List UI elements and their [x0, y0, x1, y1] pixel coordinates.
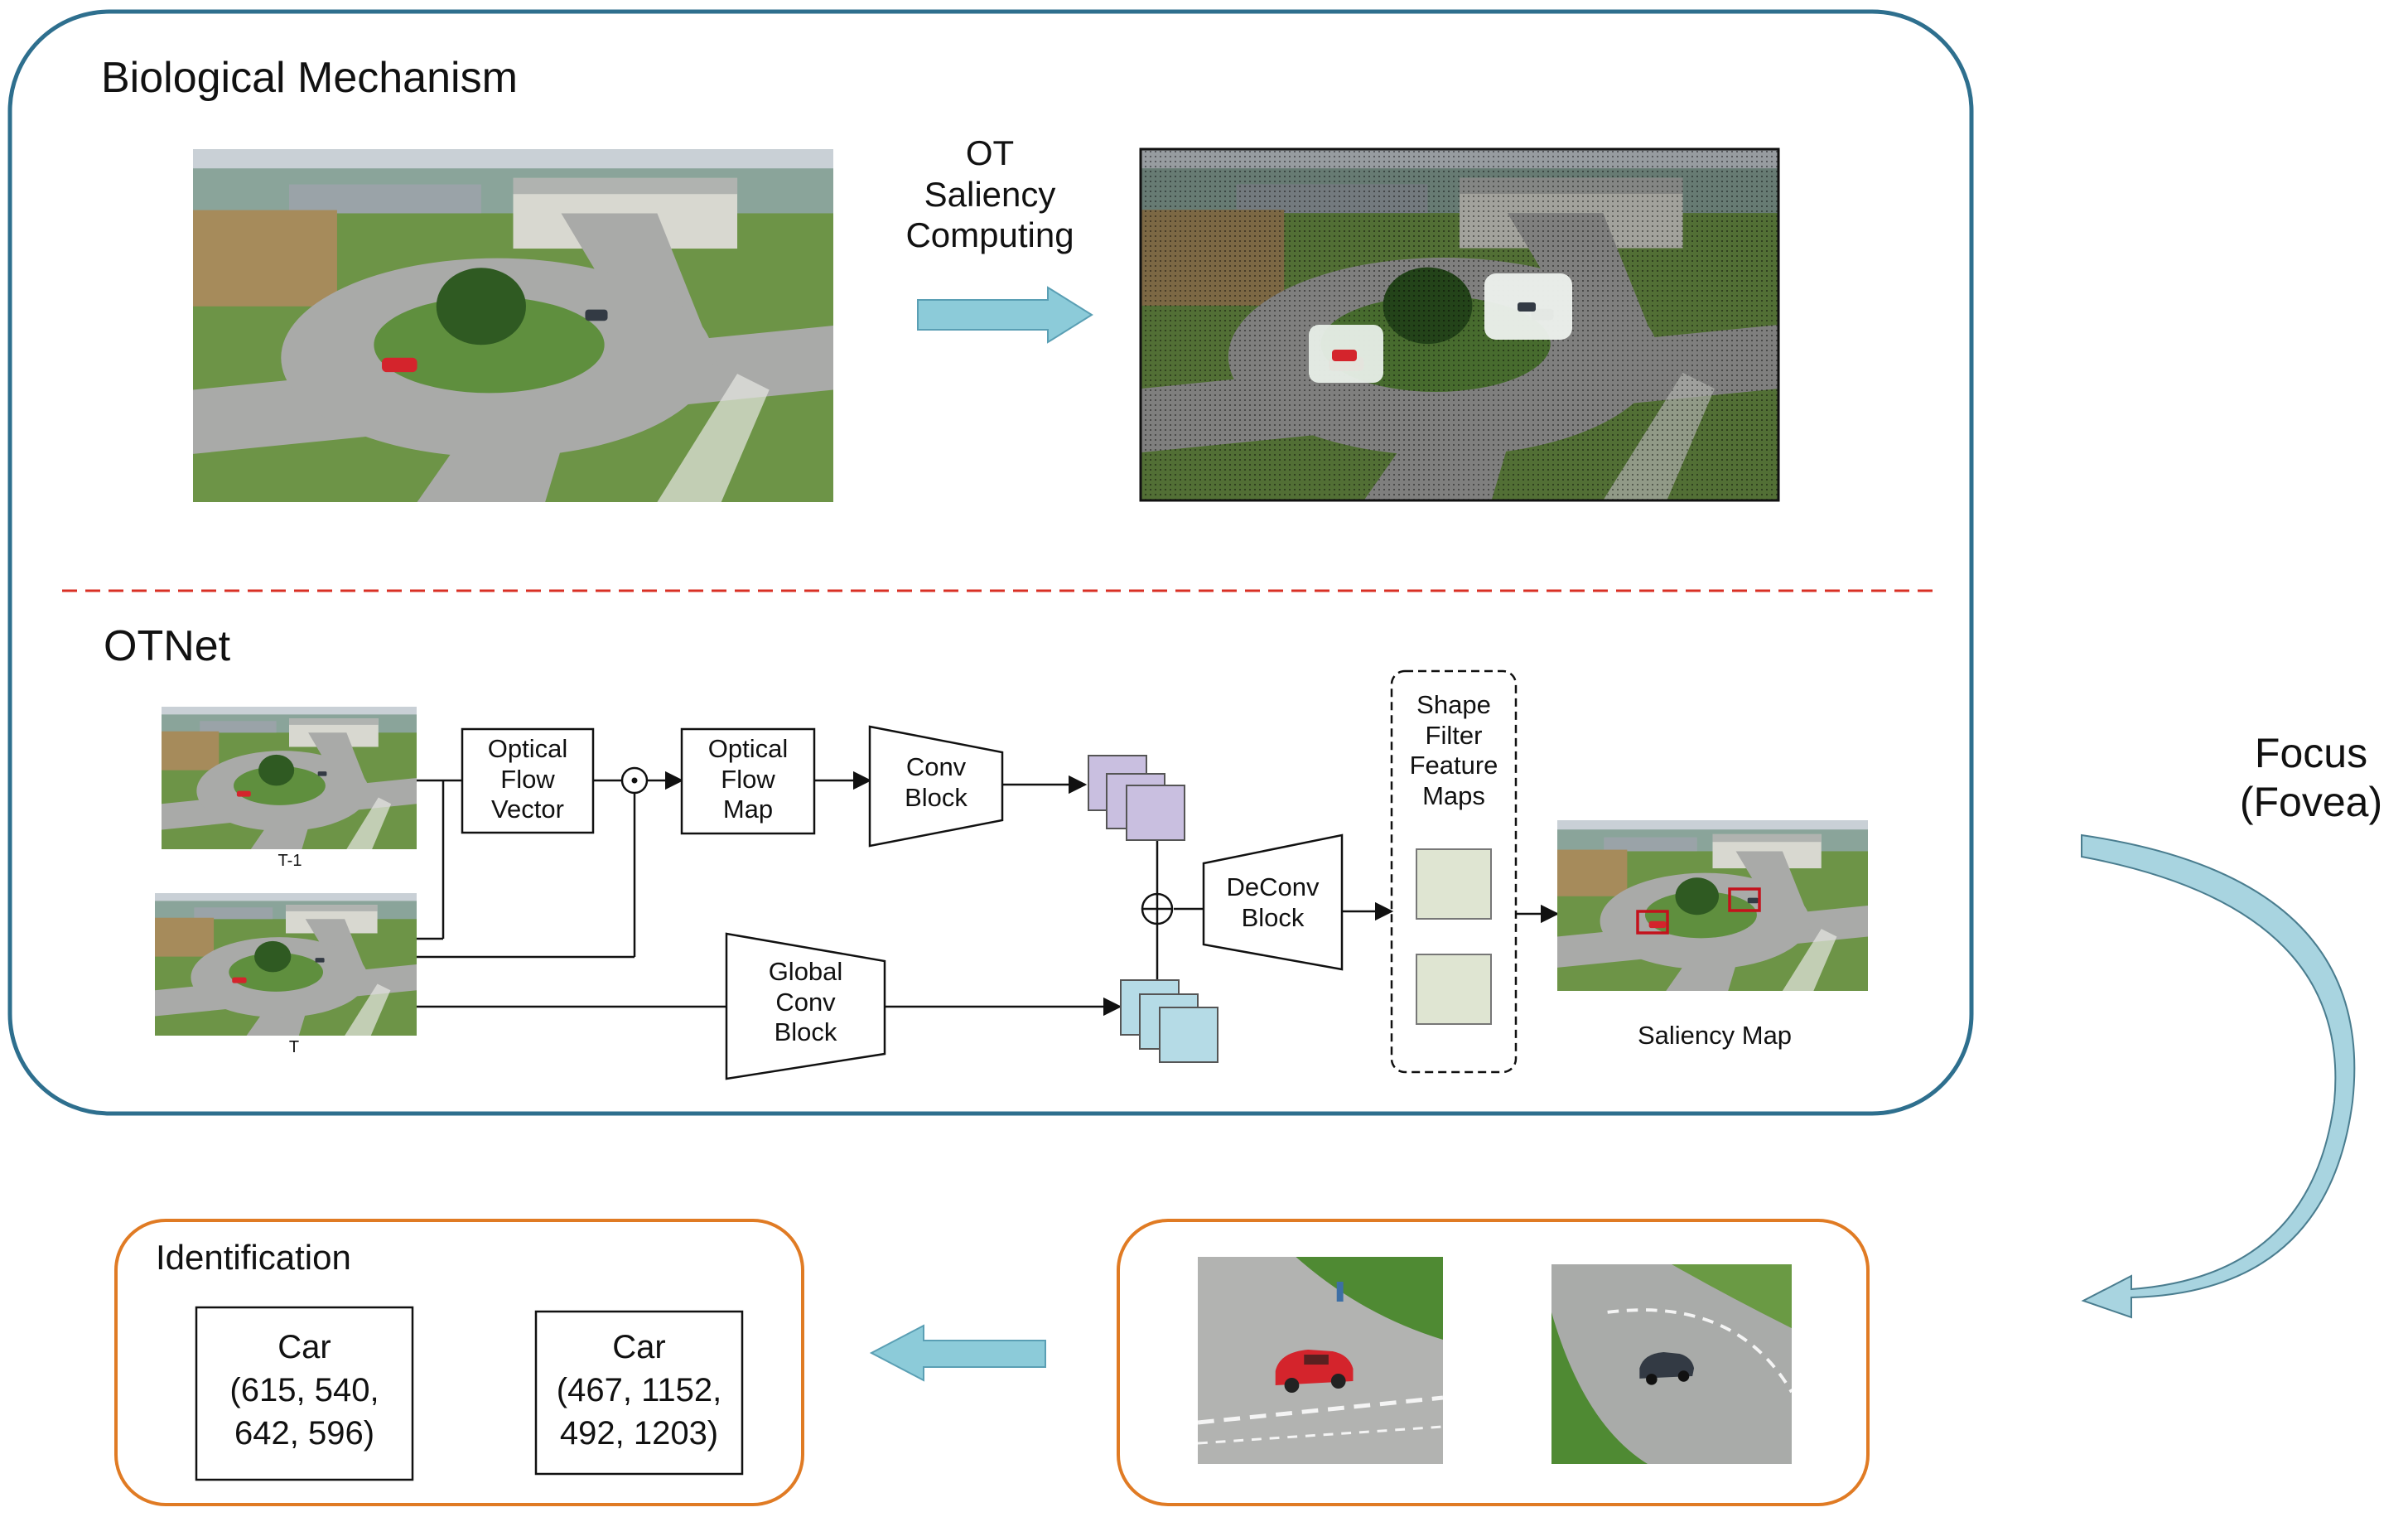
detection-box-2 [534, 1310, 744, 1476]
otnet-title: OTNet [104, 622, 231, 670]
saliency-map-image [1557, 820, 1868, 991]
detection-2-text: Car (467, 1152, 492, 1203) [556, 1329, 722, 1452]
optical-flow-map-box [680, 727, 816, 835]
conv-block-label: Conv Block [905, 752, 968, 812]
shape-filter-container [1390, 669, 1518, 1074]
elementwise-product-node [620, 766, 649, 795]
shape-filter-map-1 [1416, 848, 1492, 920]
identification-title: Identification [156, 1238, 351, 1277]
otnet-panel [7, 9, 1974, 1116]
focus-label: Focus (Fovea) [2239, 730, 2383, 825]
circle-dot-icon [631, 777, 638, 784]
global-conv-block-label: Global Conv Block [768, 957, 843, 1047]
ot-saliency-output-image [1139, 147, 1780, 502]
shape-filter-map-2 [1416, 954, 1492, 1025]
detection-1-text: Car (615, 540, 642, 596) [229, 1329, 379, 1452]
optical-flow-vector-label: Optical Flow Vector [487, 734, 568, 824]
optical-flow-vector-box [461, 727, 595, 834]
deconv-block-label: DeConv Block [1226, 872, 1320, 932]
deconv-block-trapezoid [1202, 833, 1344, 971]
identification-arrow [869, 1324, 1046, 1382]
shape-filter-label: Shape Filter Feature Maps [1409, 690, 1498, 810]
ot-saliency-arrow [917, 286, 1093, 344]
frame-t-minus-1-label: T-1 [277, 852, 302, 870]
flow-connectors [417, 771, 1560, 1017]
detection-box-1 [195, 1306, 414, 1481]
cropped-targets-panel [1117, 1219, 1870, 1506]
identification-panel [114, 1219, 804, 1506]
frame-t-label: T [288, 1038, 300, 1056]
ot-saliency-label: OT Saliency Computing [905, 133, 1074, 255]
global-feature-maps [1120, 979, 1218, 1063]
focus-curved-arrow [2081, 833, 2356, 1319]
biological-title: Biological Mechanism [101, 54, 518, 102]
conv-feature-maps [1088, 755, 1185, 841]
global-conv-block-trapezoid [725, 932, 886, 1080]
elementwise-sum-node [1141, 892, 1174, 925]
optical-flow-map-label: Optical Flow Map [707, 734, 789, 824]
conv-block-trapezoid [868, 725, 1004, 848]
saliency-map-label: Saliency Map [1637, 1021, 1793, 1050]
